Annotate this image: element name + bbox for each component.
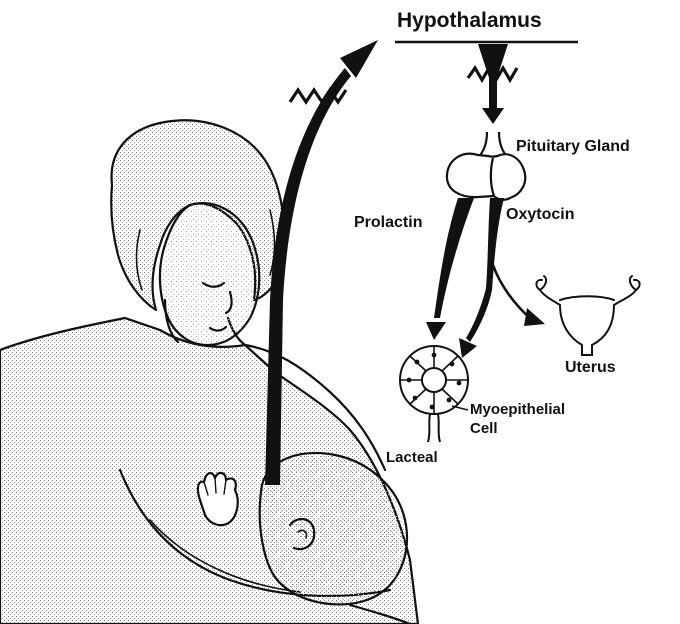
prolactin-arrow [434, 198, 474, 318]
uterus-ovary-left [536, 276, 546, 290]
mother-face [160, 203, 259, 345]
label-prolactin: Prolactin [354, 214, 422, 231]
oxytocin-arrow [466, 198, 504, 342]
label-uterus: Uterus [565, 359, 616, 376]
label-pituitary-gland: Pituitary Gland [516, 138, 630, 155]
baby-head [260, 453, 407, 604]
label-myoepithelial-cell: Cell [470, 420, 498, 437]
pituitary-body [447, 154, 525, 200]
lacteal-duct [428, 414, 440, 442]
uterus-illustration [536, 276, 639, 355]
prolactin-arrowhead [426, 322, 446, 340]
alveolus-cell [400, 346, 468, 414]
pituitary-gland [447, 132, 525, 200]
oxytocin-arrowhead-to-uterus [524, 308, 545, 326]
uterus-tubes [540, 290, 636, 305]
label-myoepithelial: Myoepithelial [470, 401, 565, 418]
hypothalamus-arrowhead [482, 108, 504, 124]
uterus-fundus [560, 296, 614, 300]
label-oxytocin: Oxytocin [506, 206, 574, 223]
label-hypothalamus: Hypothalamus [397, 9, 542, 32]
label-lacteal: Lacteal [386, 449, 438, 466]
oxytocin-branch-uterus [493, 265, 530, 318]
oxytocin-arrowhead-to-cell [459, 338, 477, 358]
uterus-body [560, 305, 614, 355]
uterus-ovary-right [630, 276, 640, 290]
alveolus-lumen [422, 368, 446, 392]
